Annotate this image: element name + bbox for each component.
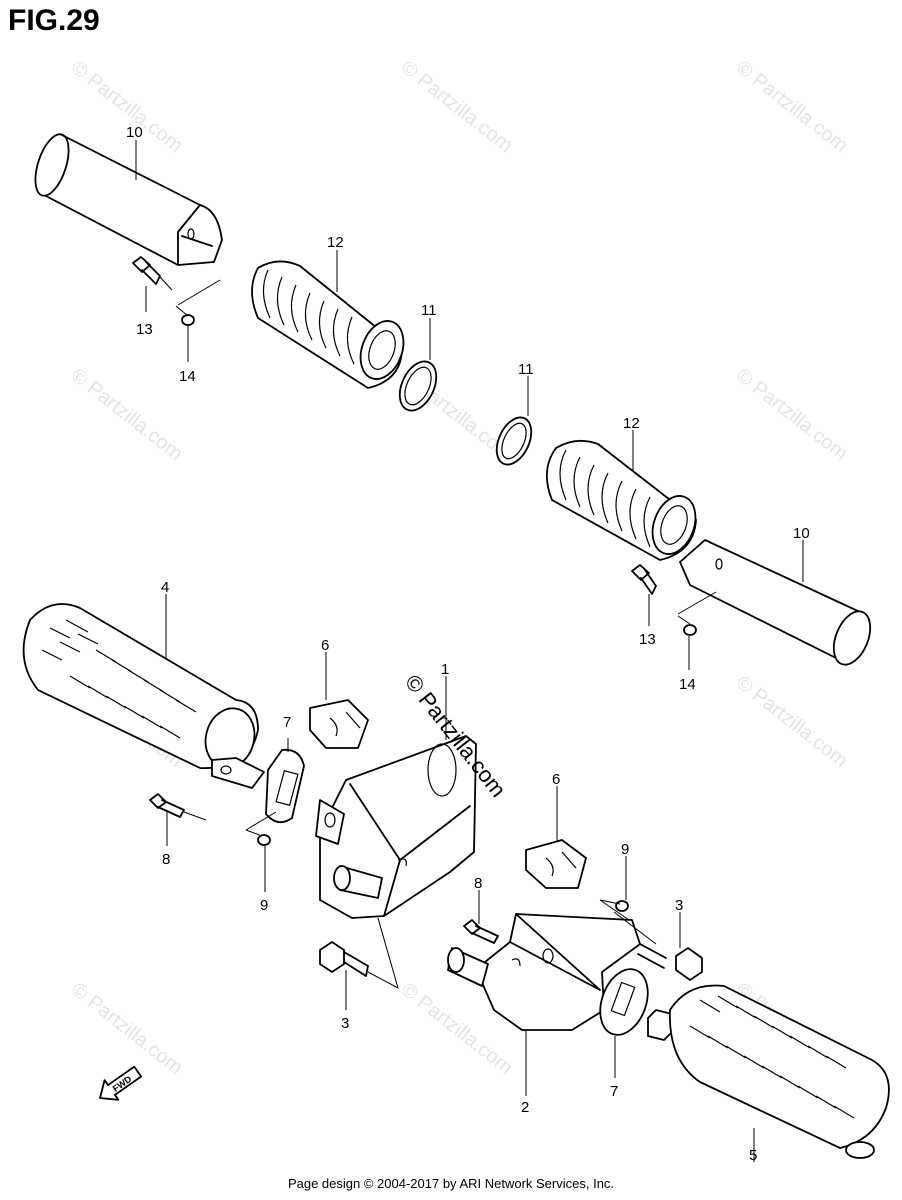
grip-rubber-12-left <box>251 260 405 389</box>
callout-4: 4 <box>161 579 169 596</box>
watermark-text: © Partzilla.com <box>732 57 852 157</box>
callout-10: 10 <box>793 525 810 542</box>
callout-3: 3 <box>675 897 683 914</box>
callout-11: 11 <box>518 361 534 378</box>
watermark-text: © Partzilla.com <box>67 57 187 157</box>
plate-7-left <box>265 748 305 824</box>
watermark-text: © Partzilla.com <box>732 672 852 772</box>
callout-12: 12 <box>327 234 344 251</box>
bolt-13-right <box>631 564 657 595</box>
watermark-text: © Partzilla.com <box>67 979 187 1079</box>
bolt-8-right <box>463 919 499 944</box>
callout-7: 7 <box>610 1083 618 1100</box>
figure-title: FIG.29 <box>8 4 100 37</box>
watermark-text: © Partzilla.com <box>397 57 517 157</box>
pillion-peg-right-10 <box>679 539 872 666</box>
callout-11: 11 <box>421 302 437 319</box>
callout-10: 10 <box>126 124 143 141</box>
callout-7: 7 <box>283 714 291 731</box>
bolt-3-left <box>319 917 399 989</box>
callout-9: 9 <box>260 897 268 914</box>
bracket-2 <box>447 913 641 1031</box>
callout-5: 5 <box>749 1147 757 1164</box>
watermark-text: © Partzilla.com <box>732 365 852 465</box>
callout-6: 6 <box>552 771 560 788</box>
watermark-text: © Partzilla.com <box>67 365 187 465</box>
footrest-rubber-5 <box>647 984 890 1159</box>
callout-14: 14 <box>679 676 696 693</box>
footer-copyright: Page design © 2004-2017 by ARI Network S… <box>287 1176 615 1191</box>
callout-8: 8 <box>162 851 170 868</box>
cotter-pin-14-right <box>677 591 717 636</box>
washer-11-left <box>398 360 438 412</box>
cotter-pin-14-left <box>175 279 221 326</box>
bolt-13-left <box>132 256 173 291</box>
washer-11-right <box>495 416 533 466</box>
grip-rubber-12-right <box>546 439 697 561</box>
callout-13: 13 <box>639 631 656 648</box>
exploded-parts-diagram: © Partzilla.com © Partzilla.com © Partzi… <box>22 57 890 1164</box>
callout-9: 9 <box>621 841 629 858</box>
watermark-group: © Partzilla.com © Partzilla.com © Partzi… <box>67 57 852 1079</box>
bolt-8-left <box>149 793 207 821</box>
footrest-rubber-4 <box>22 603 265 789</box>
callout-2: 2 <box>521 1099 529 1116</box>
cotter-pin-9-right <box>599 899 633 923</box>
callout-12: 12 <box>623 415 640 432</box>
pillion-peg-left-10 <box>34 133 223 266</box>
callout-14: 14 <box>179 368 196 385</box>
leader-lines <box>135 140 804 1162</box>
plate-7-right <box>599 968 649 1036</box>
callout-8: 8 <box>474 875 482 892</box>
callout-3: 3 <box>341 1015 349 1032</box>
clip-6-left <box>309 699 369 749</box>
callout-1: 1 <box>441 661 449 678</box>
fwd-arrow-icon: FWD <box>99 1065 143 1101</box>
bracket-1 <box>315 735 477 919</box>
clip-6-right <box>525 839 587 889</box>
callout-labels: 10 12 11 13 14 11 12 10 13 14 4 6 1 7 8 … <box>126 124 810 1164</box>
callout-6: 6 <box>321 637 329 654</box>
callout-13: 13 <box>136 321 153 338</box>
bolt-3-right <box>613 911 703 981</box>
cotter-pin-9-left <box>245 811 277 846</box>
